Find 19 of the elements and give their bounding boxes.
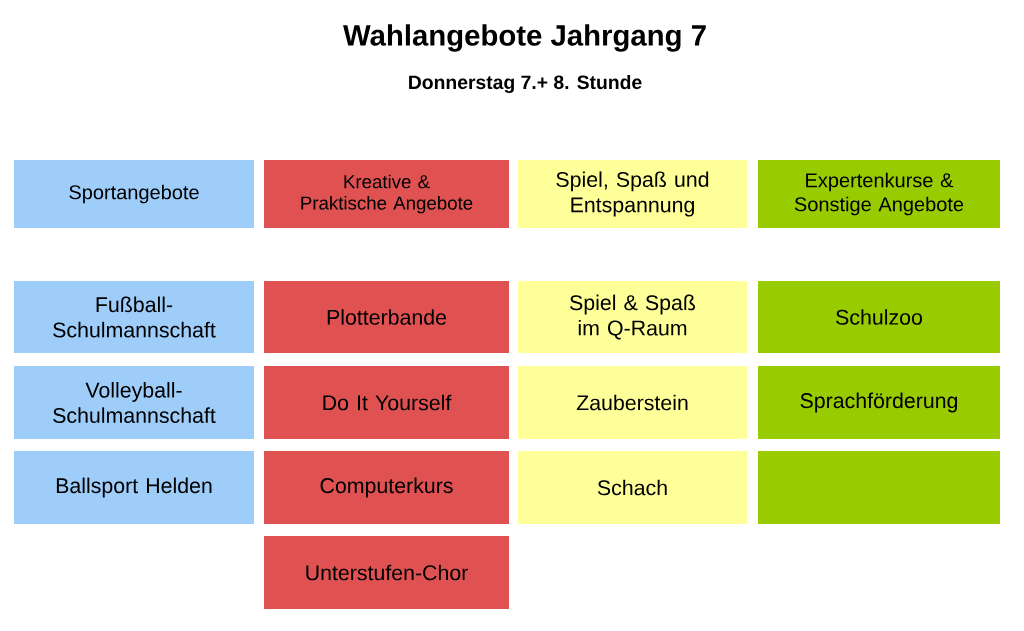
category-header: Expertenkurse & Sonstige Angebote	[758, 160, 1000, 228]
course-box: Unterstufen-Chor	[264, 536, 509, 609]
category-header: Kreative & Praktische Angebote	[264, 160, 509, 228]
course-box: Fußball-Schulmannschaft	[14, 281, 254, 353]
course-box: Volleyball-Schulmannschaft	[14, 366, 254, 439]
course-box: Schulzoo	[758, 281, 1000, 353]
subtitle: Donnerstag 7.+ 8. Stunde	[409, 74, 642, 94]
category-header: Sportangebote	[14, 160, 254, 228]
course-box: Spiel & Spaß im Q-Raum	[518, 281, 747, 353]
course-box: Schach	[518, 451, 747, 524]
course-box: Plotterbande	[264, 281, 509, 353]
category-header: Spiel, Spaß und Entspannung	[518, 160, 747, 228]
course-box: Zauberstein	[518, 366, 747, 439]
title: Wahlangebote Jahrgang 7	[343, 24, 706, 52]
course-box: Do It Yourself	[264, 366, 509, 439]
course-box: Ballsport Helden	[14, 451, 254, 524]
course-box: Sprachförderung	[758, 366, 1000, 439]
course-box: Computerkurs	[264, 451, 509, 524]
empty-box	[758, 451, 1000, 524]
